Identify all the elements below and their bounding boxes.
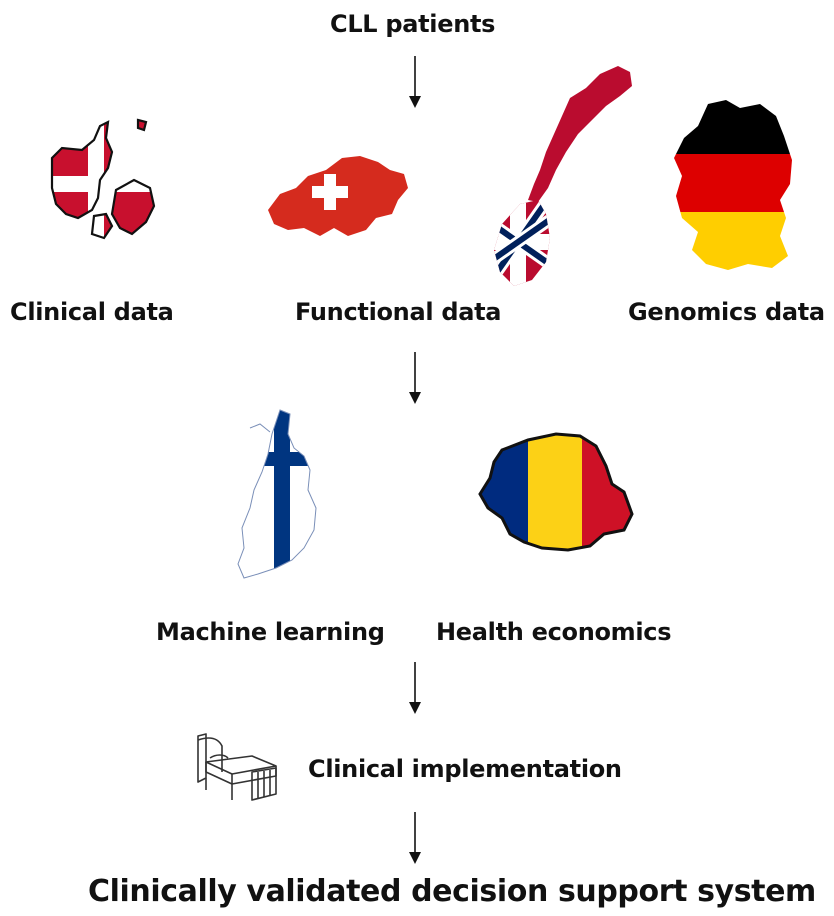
clinical-data-label: Clinical data: [10, 298, 174, 326]
clinical-implementation-label: Clinical implementation: [308, 755, 622, 783]
denmark-flag-map-icon: [50, 118, 156, 240]
arrow-down-icon: [409, 352, 421, 404]
health-economics-label: Health economics: [436, 618, 672, 646]
arrow-down-icon: [409, 662, 421, 714]
norway-flag-map-icon: [494, 66, 632, 286]
switzerland-flag-map-icon: [268, 156, 408, 236]
finland-flag-map-icon: [237, 409, 317, 579]
hospital-bed-icon: [197, 733, 277, 801]
germany-flag-map-icon: [674, 100, 792, 270]
functional-data-label: Functional data: [295, 298, 502, 326]
arrow-down-icon: [409, 812, 421, 864]
machine-learning-label: Machine learning: [156, 618, 385, 646]
genomics-data-label: Genomics data: [628, 298, 825, 326]
decision-support-system-label: Clinically validated decision support sy…: [88, 874, 816, 909]
romania-flag-map-icon: [478, 432, 634, 552]
cll-patients-label: CLL patients: [330, 10, 496, 38]
arrow-down-icon: [409, 56, 421, 108]
